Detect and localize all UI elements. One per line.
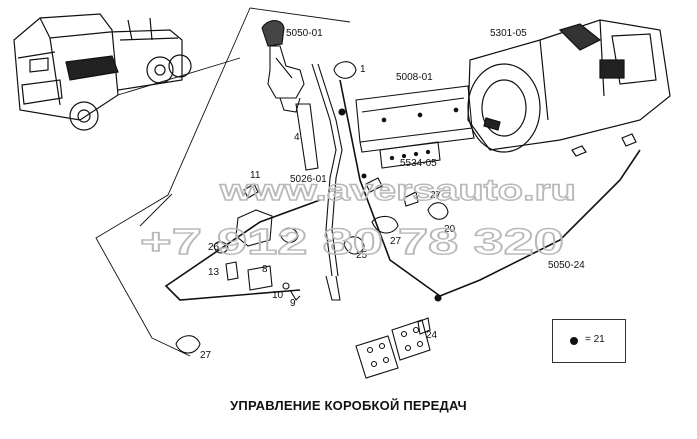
rubber-boot — [295, 103, 319, 171]
rail-bracket — [355, 85, 475, 153]
mounting-plate — [379, 141, 441, 169]
legend-dot-icon — [570, 337, 578, 345]
shift-cable — [164, 79, 641, 301]
leader-lines — [95, 7, 351, 357]
callout-10: 10 — [272, 290, 284, 301]
callout-27-top: 27 — [430, 190, 442, 201]
callout-1: 1 — [360, 64, 366, 75]
callout-25: 25 — [356, 250, 368, 261]
callout-13: 13 — [208, 267, 220, 278]
callout-5301-05: 5301-05 — [490, 28, 527, 39]
watermark-site: www.aversauto.ru — [219, 174, 576, 207]
legend-box: = 21 — [552, 319, 626, 363]
watermark-phone: +7 912 80 78 320 — [140, 221, 564, 262]
callout-5008-01: 5008-01 — [396, 72, 433, 83]
callout-5050-24: 5050-24 — [548, 260, 585, 271]
callout-5534-05: 5534-05 — [400, 158, 437, 169]
legend-text: = 21 — [585, 334, 605, 345]
gearbox-housing — [467, 19, 671, 157]
callout-27-mid: 27 — [390, 236, 402, 247]
callout-20: 20 — [444, 224, 456, 235]
callout-4: 4 — [294, 132, 300, 143]
truck-illustration — [13, 13, 241, 131]
diagram-caption: УПРАВЛЕНИЕ КОРОБКОЙ ПЕРЕДАЧ — [230, 398, 467, 413]
callout-5050-01: 5050-01 — [286, 28, 323, 39]
callout-9: 9 — [290, 298, 296, 309]
callout-labels: 5050-01 5301-05 5008-01 5534-05 5026-01 … — [200, 28, 585, 361]
callout-24: 24 — [426, 330, 438, 341]
gear-lever — [261, 19, 343, 301]
watermark: www.aversauto.ru +7 912 80 78 320 — [139, 173, 576, 262]
callout-26: 26 — [208, 242, 220, 253]
callout-5026-01: 5026-01 — [290, 174, 327, 185]
callout-27-bottom: 27 — [200, 350, 212, 361]
callout-8: 8 — [262, 264, 268, 275]
callout-11: 11 — [250, 170, 261, 181]
small-parts — [175, 61, 449, 379]
